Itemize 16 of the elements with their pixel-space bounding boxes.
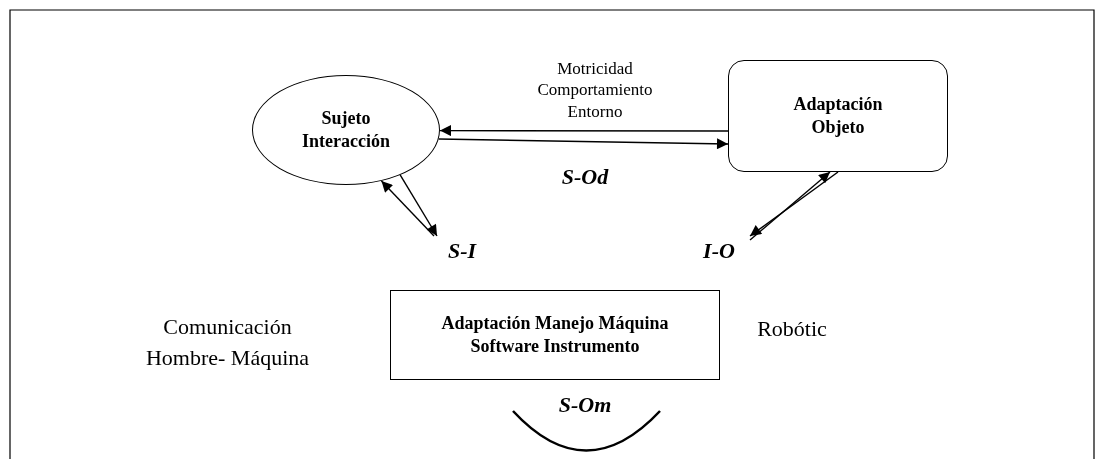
- relation-label: I-O: [688, 236, 750, 266]
- relation-label: S-I: [432, 236, 492, 266]
- arrow: [438, 138, 729, 150]
- process-box: [390, 290, 720, 380]
- node-label: Sujeto Interacción: [301, 106, 391, 153]
- text-label: Motricidad Comportamiento Entorno: [536, 58, 654, 122]
- node-label: Adaptación Manejo Máquina Software Instrumento: [441, 311, 669, 358]
- rounded-box: [728, 60, 948, 172]
- relation-label: S-Od: [560, 164, 610, 191]
- side-note: Comunicación Hombre- Máquina: [144, 313, 311, 372]
- node-label: Adaptación Objeto: [792, 92, 884, 139]
- arrow: [439, 125, 729, 137]
- arrow: [399, 174, 438, 237]
- relation-label: S-Om: [557, 392, 613, 419]
- arrow: [380, 180, 435, 237]
- side-note: Robótic: [756, 316, 828, 343]
